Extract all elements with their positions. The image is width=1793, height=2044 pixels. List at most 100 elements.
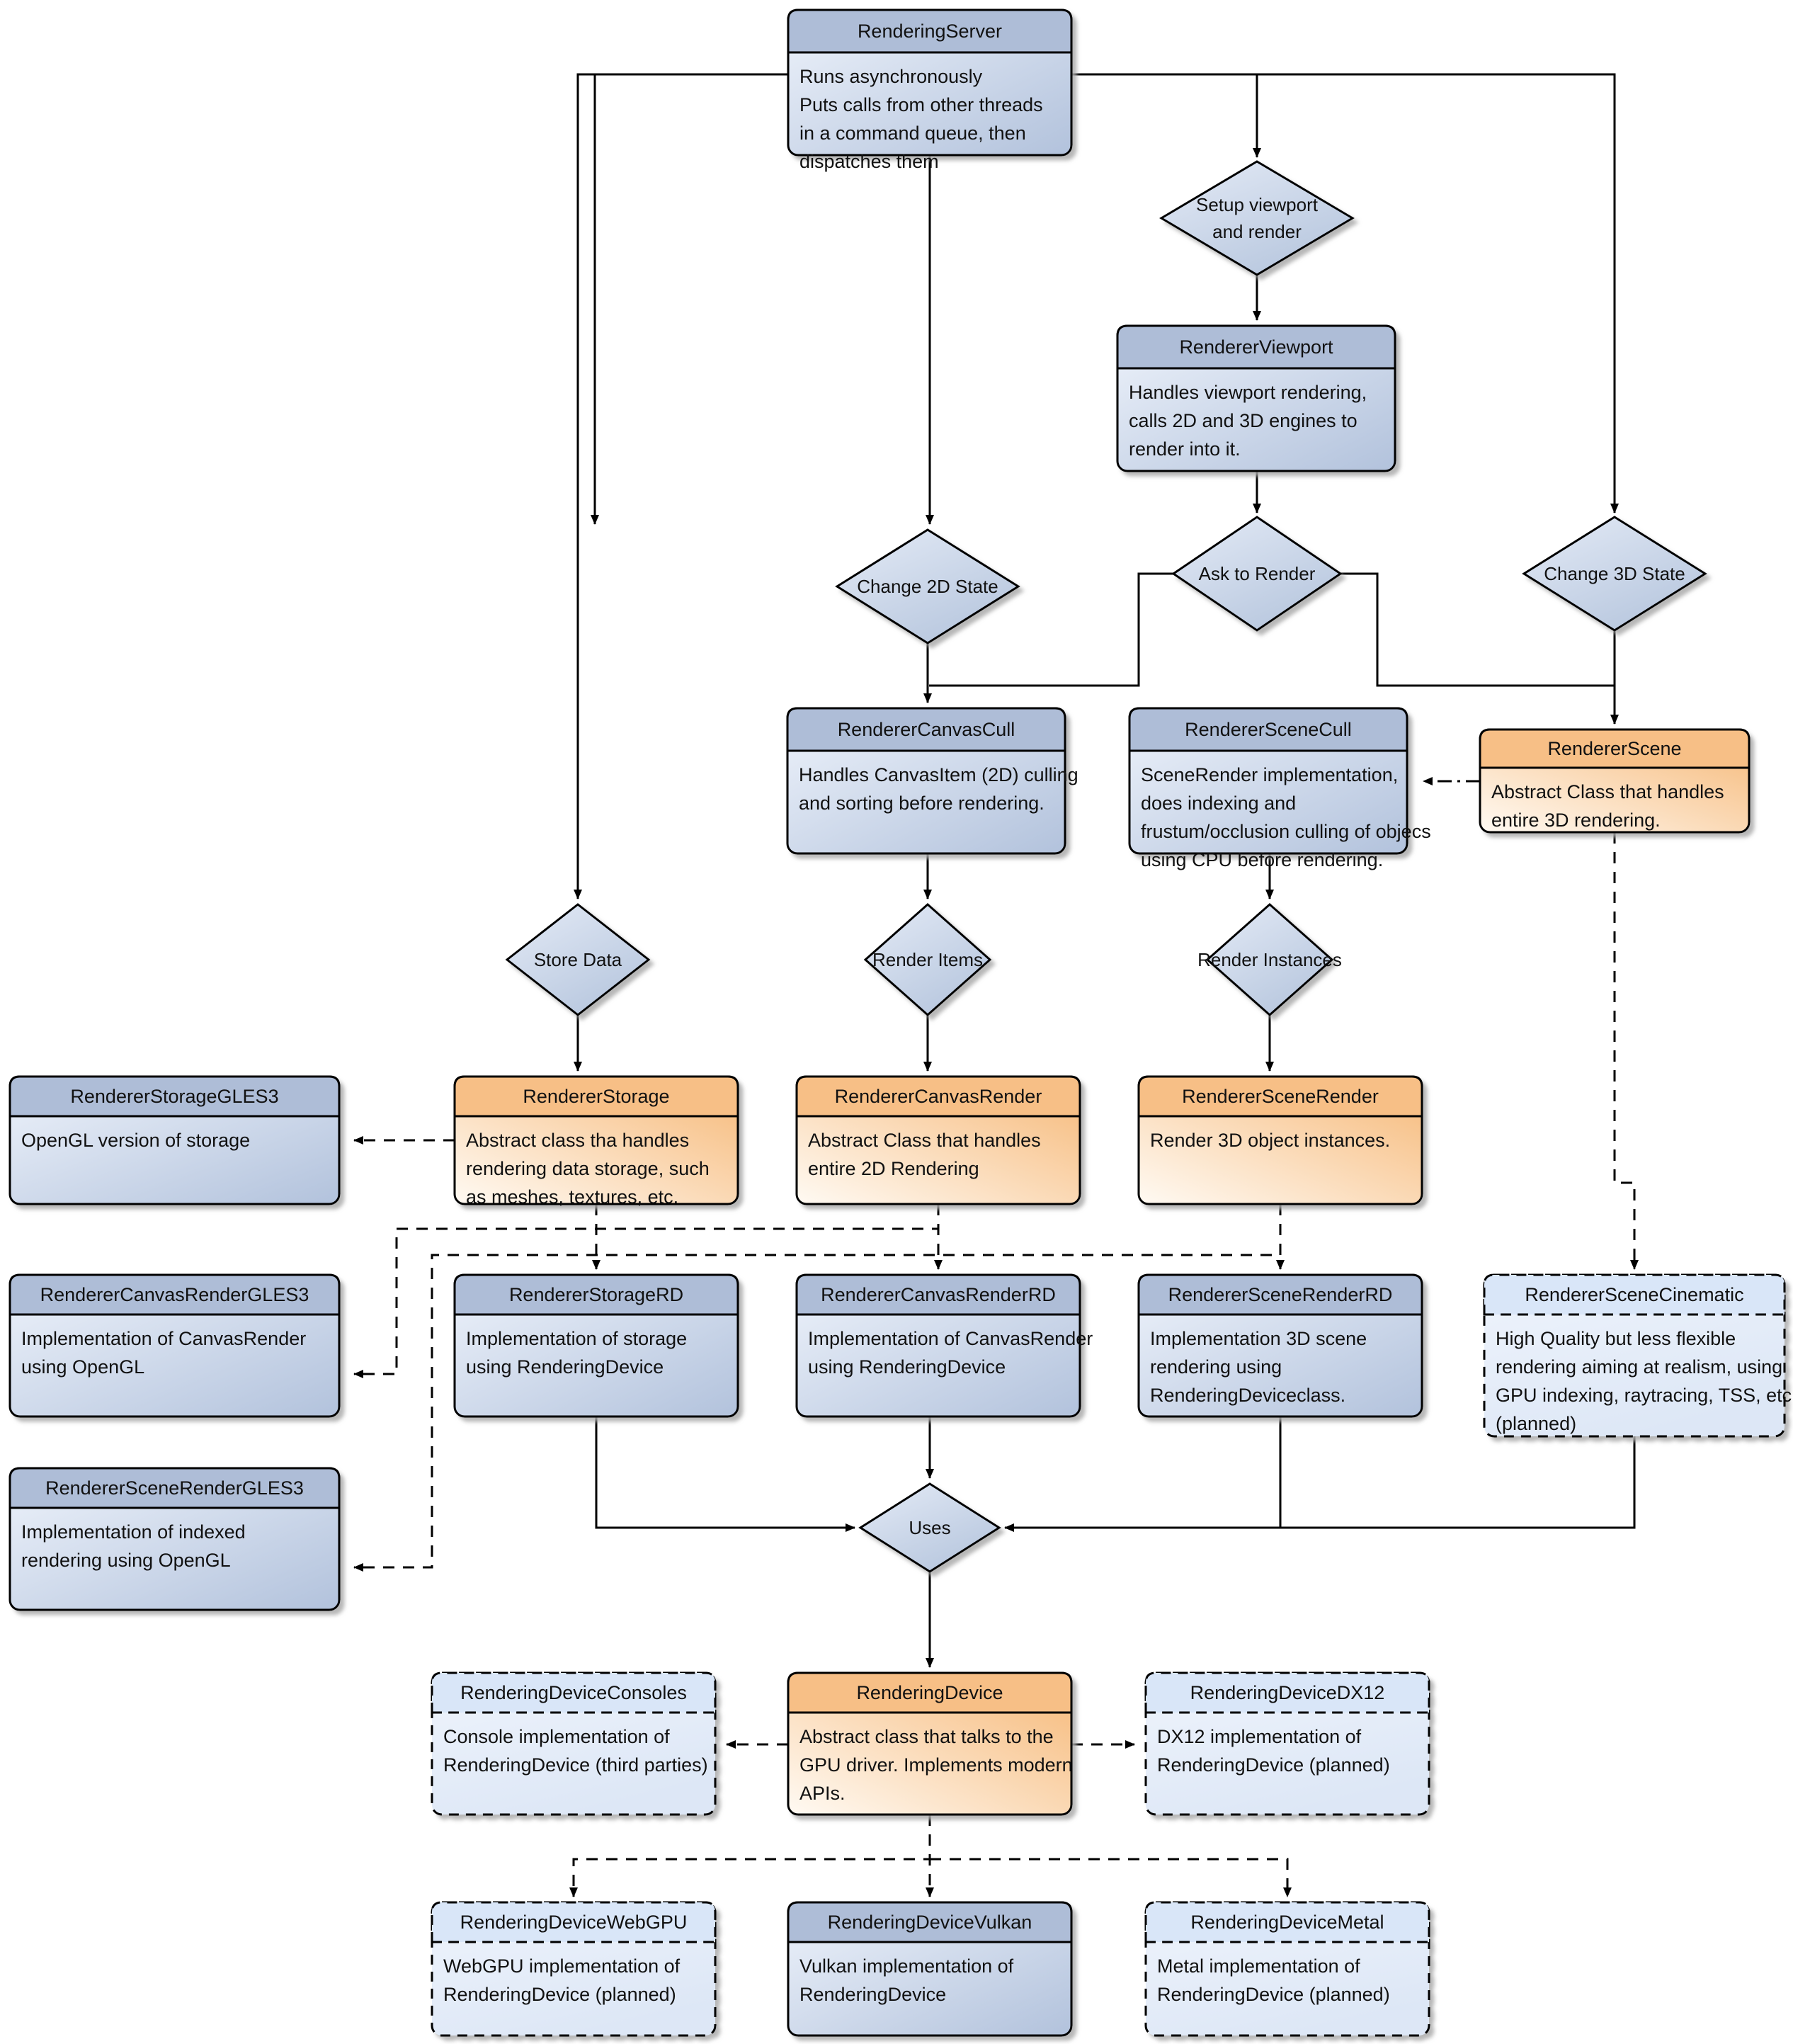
decision-setup-viewport-and-render[interactable]: Setup viewport and render — [1159, 160, 1355, 276]
decision-uses[interactable]: Uses — [858, 1482, 1001, 1573]
node-renderer-canvas-render-rd[interactable]: RendererCanvasRenderRD Implementation of … — [795, 1273, 1093, 1418]
node-body-line: Console implementation of — [443, 1726, 670, 1747]
decision-store-data[interactable]: Store Data — [505, 903, 651, 1016]
node-body-line: frustum/occlusion culling of objecs — [1141, 821, 1431, 842]
edges-dashed — [353, 777, 1639, 1897]
decision-ask-to-render[interactable]: Ask to Render — [1171, 516, 1343, 632]
node-title: RendererStorageGLES3 — [70, 1086, 278, 1107]
node-body-line: Render 3D object instances. — [1150, 1130, 1390, 1151]
decision-shape — [863, 902, 992, 1017]
edge-scenerender-to-scenerendergles3 — [353, 1204, 1282, 1572]
node-body-line: APIs. — [799, 1783, 846, 1804]
node-body-line: Implementation of CanvasRender — [808, 1328, 1093, 1349]
decision-label: Ask to Render — [1199, 563, 1316, 584]
decision-label: and render — [1212, 221, 1302, 242]
node-body-line: Implementation of CanvasRender — [21, 1328, 306, 1349]
node-body-line: Puts calls from other threads — [799, 94, 1043, 115]
edge-ask-to-canvascull — [929, 572, 1173, 687]
node-title: RenderingServer — [858, 21, 1002, 42]
node-title: RendererCanvasCull — [838, 719, 1015, 740]
decision-shape — [1171, 516, 1343, 632]
node-body-line: does indexing and — [1141, 793, 1296, 814]
node-body-line: DX12 implementation of — [1157, 1726, 1362, 1747]
node-body-line: and sorting before rendering. — [799, 793, 1045, 814]
node-renderer-canvas-render-gles3[interactable]: RendererCanvasRenderGLES3Implementation … — [8, 1273, 341, 1418]
node-body-line: WebGPU implementation of — [443, 1955, 681, 1977]
node-body-line: RenderingDevice — [799, 1984, 946, 2005]
node-header — [787, 1671, 1073, 1714]
edge-scenerenderrd-to-uses — [1004, 1416, 1282, 1532]
node-body-line: calls 2D and 3D engines to — [1129, 410, 1357, 431]
decision-label: Render Items — [872, 949, 983, 970]
node-body-line: using CPU before rendering. — [1141, 849, 1383, 870]
node-renderer-storage-rd[interactable]: RendererStorageRD Implementation of stora… — [453, 1273, 739, 1418]
node-body-line: Handles viewport rendering, — [1129, 382, 1367, 403]
node-body-line: RenderingDevice (third parties) — [443, 1754, 708, 1776]
node-body-line: RenderingDevice (planned) — [1157, 1754, 1390, 1776]
node-title: RendererScene — [1547, 738, 1681, 759]
edge-server-to-storedata — [574, 73, 788, 899]
edge-renderingdevice-to-metal — [930, 1858, 1292, 1897]
node-title: RendererSceneRenderGLES3 — [45, 1477, 304, 1499]
edges-solid — [574, 73, 1636, 1668]
node-header — [1144, 1671, 1430, 1714]
node-header — [1137, 1075, 1423, 1118]
node-title: RendererStorageRD — [509, 1284, 683, 1305]
node-header — [1137, 1273, 1423, 1316]
node-body-line: render into it. — [1129, 438, 1241, 460]
node-title: RendererSceneRenderRD — [1168, 1284, 1393, 1305]
node-body-line: in a command queue, then — [799, 123, 1026, 144]
node-header — [1483, 1273, 1786, 1316]
node-body-line: rendering aiming at realism, using — [1496, 1356, 1782, 1378]
node-body-line: Abstract class tha handles — [466, 1130, 689, 1151]
node-header — [453, 1075, 739, 1118]
decision-render-items[interactable]: Render Items — [863, 902, 992, 1017]
edge-server-to-change2d — [591, 73, 788, 525]
decision-label: Change 3D State — [1544, 563, 1685, 584]
decision-change-2d-state[interactable]: Change 2D State — [835, 528, 1020, 645]
node-body-line: Vulkan implementation of — [799, 1955, 1014, 1977]
node-body-line: Abstract Class that handles — [808, 1130, 1041, 1151]
node-body-line: Runs asynchronously — [799, 66, 983, 87]
decision-render-instances[interactable]: Render Instances — [1197, 902, 1342, 1017]
node-title: RendererViewport — [1179, 336, 1333, 358]
decision-change-3d-state[interactable]: Change 3D State — [1522, 516, 1707, 632]
node-body-line: dispatches them — [799, 151, 939, 172]
node-body-line: GPU indexing, raytracing, TSS, etc — [1496, 1385, 1792, 1406]
node-header — [795, 1273, 1081, 1316]
node-body-line: Implementation of storage — [466, 1328, 687, 1349]
node-renderer-scene-render-rd[interactable]: RendererSceneRenderRD Implementation 3D s… — [1137, 1273, 1423, 1418]
node-body-line: Implementation 3D scene — [1150, 1328, 1367, 1349]
node-header — [8, 1273, 341, 1316]
node-body-line: RenderingDevice (planned) — [1157, 1984, 1390, 2005]
node-body-line: rendering using OpenGL — [21, 1550, 231, 1571]
node-title: RendererCanvasRenderRD — [821, 1284, 1056, 1305]
node-header — [8, 1075, 341, 1118]
node-body-line: GPU driver. Implements modern — [799, 1754, 1073, 1776]
node-header — [795, 1075, 1081, 1118]
node-body-line: OpenGL version of storage — [21, 1130, 250, 1151]
decision-label: Setup viewport — [1196, 194, 1319, 215]
node-body-line: Handles CanvasItem (2D) culling — [799, 764, 1078, 785]
node-title: RendererSceneRender — [1182, 1086, 1379, 1107]
node-header — [787, 1901, 1073, 1943]
